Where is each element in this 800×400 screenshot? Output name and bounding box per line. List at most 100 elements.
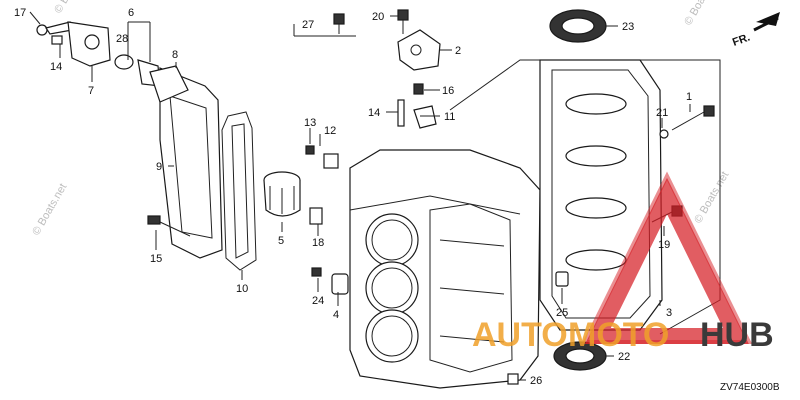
- part-22-seal-inner: [565, 348, 595, 364]
- part-15-shank: [159, 221, 191, 237]
- part-28-oring: [114, 54, 134, 70]
- cover-plates: [149, 65, 257, 271]
- cylinder-bore-1: [365, 213, 419, 267]
- block-side-wall: [429, 203, 513, 373]
- explode-frame: [449, 59, 721, 335]
- callout-26: 26: [530, 375, 542, 387]
- callout-22: 22: [618, 351, 630, 363]
- part-11-clip: [413, 105, 437, 129]
- oil-seals: [507, 9, 607, 385]
- part-4-plug: [331, 273, 349, 295]
- callout-14-center: 14: [368, 107, 380, 119]
- diagram-code: ZV74E0300B: [720, 382, 780, 393]
- part-7-port: [84, 34, 100, 50]
- callout-17: 17: [14, 7, 26, 19]
- callout-9: 9: [156, 161, 162, 173]
- leader-lines: [29, 11, 691, 381]
- brand-word-auto: AUTO: [472, 316, 568, 354]
- part-1-bolt-shank: [671, 111, 705, 131]
- part-10-gasket: [221, 111, 257, 271]
- part-17-ring: [36, 24, 48, 36]
- callout-4: 4: [333, 309, 339, 321]
- brand-word-moto: MOTO: [568, 316, 669, 354]
- watermark-left: © Boats.net: [30, 182, 69, 238]
- direction-label: FR.: [731, 31, 752, 48]
- bearing-seat-1: [565, 93, 627, 115]
- part-10-gasket-inner: [231, 123, 249, 259]
- crankcase-inner: [551, 69, 651, 319]
- callout-27: 27: [302, 19, 314, 31]
- callout-10: 10: [236, 283, 248, 295]
- part-12-sensor: [323, 153, 339, 169]
- part-1-bolt-head: [703, 105, 715, 117]
- brand-overlay: AUTO MOTO HUB: [472, 171, 774, 354]
- upper-fittings: [397, 83, 437, 129]
- callout-15: 15: [150, 253, 162, 265]
- callout-5: 5: [278, 235, 284, 247]
- watermark-top-left: © Boats.net: [52, 0, 91, 16]
- callout-11: 11: [444, 111, 455, 123]
- part-26-plug: [507, 373, 519, 385]
- part-20-bolt-head: [397, 9, 409, 21]
- part-24-bolt: [311, 267, 322, 277]
- callout-24: 24: [312, 295, 324, 307]
- cylinder-bore-2-inner: [371, 267, 413, 309]
- callout-8: 8: [172, 49, 178, 61]
- block-rib-3: [439, 335, 505, 343]
- block-rib-1: [439, 239, 505, 247]
- cylinder-block: [349, 149, 541, 389]
- direction-indicator: FR.: [731, 12, 780, 49]
- brand-word-hub: HUB: [700, 316, 774, 354]
- part-27-bolt: [333, 13, 345, 34]
- cylinder-bore-2: [365, 261, 419, 315]
- bracket-plate: [397, 29, 441, 71]
- part-9-inner-ridge: [169, 95, 213, 239]
- part-25-dowel: [555, 271, 569, 287]
- callout-23: 23: [622, 21, 634, 33]
- callout-7: 7: [88, 85, 94, 97]
- block-deck-line: [349, 195, 521, 215]
- callout-3: 3: [666, 307, 672, 319]
- part-14-sensor: [397, 99, 405, 127]
- cylinder-bore-3-inner: [371, 315, 413, 357]
- part-15-head: [147, 215, 161, 225]
- part-15-bolt: [147, 215, 191, 237]
- callout-2: 2: [455, 45, 461, 57]
- bearing-seat-4: [565, 249, 627, 271]
- callout-12: 12: [324, 125, 336, 137]
- bearing-seat-2: [565, 145, 627, 167]
- warning-triangle-icon: [585, 177, 749, 344]
- part-8-gasket: [149, 65, 189, 103]
- direction-arrow-shaft: [753, 16, 779, 32]
- part-14-screw: [51, 35, 63, 45]
- bracket-hole: [410, 44, 422, 56]
- callout-6: 6: [128, 7, 134, 19]
- callout-14-left: 14: [50, 61, 62, 73]
- block-rib-2: [439, 287, 505, 295]
- callout-25: 25: [556, 307, 568, 319]
- part-13-plug: [305, 145, 315, 155]
- bearing-seat-3: [565, 197, 627, 219]
- warning-triangle-outline-icon: [581, 171, 753, 344]
- callout-20: 20: [372, 11, 384, 23]
- callout-18: 18: [312, 237, 324, 249]
- part-21-washer: [659, 129, 669, 139]
- watermark-right: © Boats.net: [692, 170, 731, 226]
- callout-19: 19: [658, 239, 670, 251]
- callout-labels: 1 2 3 4 5 6 7 8 9 10 11 12 13 14 14 15 1…: [14, 7, 692, 387]
- small-fittings: [305, 145, 339, 225]
- crankcase: [539, 59, 663, 331]
- callout-21: 21: [656, 107, 668, 119]
- part-27-head: [333, 13, 345, 25]
- part-2-bracket: [397, 9, 441, 71]
- direction-arrow-icon: [756, 12, 780, 26]
- callout-16: 16: [442, 85, 454, 97]
- part-16-screw: [413, 83, 424, 95]
- watermark-top-right: © Boats.net: [682, 0, 721, 27]
- part-18-fitting: [309, 207, 323, 225]
- cylinder-bore-1-inner: [371, 219, 413, 261]
- part-23-seal-inner: [561, 17, 595, 35]
- part-5-oil-filter: [263, 171, 301, 217]
